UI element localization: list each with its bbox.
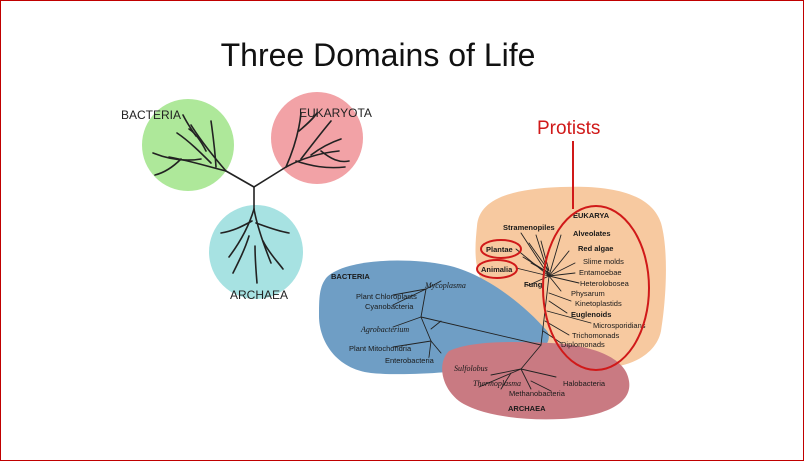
taxon-mycoplasma: Mycoplasma	[424, 281, 466, 290]
left-three-domain-tree: BACTERIA EUKARYOTA ARCHAEA	[121, 92, 372, 302]
taxon-plant-chloroplasts: Plant Chloroplasts	[356, 292, 417, 301]
animalia-highlight	[476, 259, 518, 279]
taxon-euglenoids: Euglenoids	[571, 310, 611, 319]
right-phylogenetic-tree: EUKARYA BACTERIA ARCHAEA Stramenopiles A…	[319, 141, 666, 420]
taxon-sulfolobus: Sulfolobus	[454, 364, 488, 373]
taxon-diplomonads: Diplomonads	[561, 340, 605, 349]
taxon-cyanobacteria: Cyanobacteria	[365, 302, 414, 311]
eukarya-region	[475, 186, 666, 368]
taxon-red-algae: Red algae	[578, 244, 613, 253]
archaea-circle	[209, 205, 303, 299]
taxon-kinetoplastids: Kinetoplastids	[575, 299, 622, 308]
taxon-thermoplasma: Thermoplasma	[473, 379, 521, 388]
taxon-plant-mitochondria: Plant Mitochondria	[349, 344, 412, 353]
archaea-label: ARCHAEA	[230, 288, 288, 302]
taxon-alveolates: Alveolates	[573, 229, 611, 238]
slide-title: Three Domains of Life	[220, 37, 536, 73]
protist-highlights	[476, 141, 650, 371]
eukaryota-label: EUKARYOTA	[299, 106, 372, 120]
taxon-heterolobosea: Heterolobosea	[580, 279, 630, 288]
taxon-halobacteria: Halobacteria	[563, 379, 606, 388]
taxon-animalia: Animalia	[481, 265, 513, 274]
taxon-enterobacteria: Enterobacteria	[385, 356, 435, 365]
plantae-highlight	[480, 239, 522, 259]
taxon-stramenopiles: Stramenopiles	[503, 223, 555, 232]
taxon-physarum: Physarum	[571, 289, 605, 298]
taxon-entamoebae: Entamoebae	[579, 268, 622, 277]
eukarya-label: EUKARYA	[573, 211, 610, 220]
taxon-plantae: Plantae	[486, 245, 513, 254]
protists-callout: Protists	[537, 118, 601, 139]
taxon-microsporidians: Microsporidians	[593, 321, 646, 330]
bacteria-region-label: BACTERIA	[331, 272, 370, 281]
taxon-trichomonads: Trichomonads	[572, 331, 619, 340]
archaea-region	[442, 341, 630, 420]
archaea-region-label: ARCHAEA	[508, 404, 546, 413]
taxon-fungi: Fungi	[524, 280, 544, 289]
taxon-methanobacteria: Methanobacteria	[509, 389, 566, 398]
taxon-slime-molds: Slime molds	[583, 257, 624, 266]
bacteria-label: BACTERIA	[121, 108, 181, 122]
protists-highlight	[542, 205, 650, 371]
taxon-agrobacterium: Agrobacterium	[360, 325, 409, 334]
left-tree-branches	[152, 112, 350, 284]
